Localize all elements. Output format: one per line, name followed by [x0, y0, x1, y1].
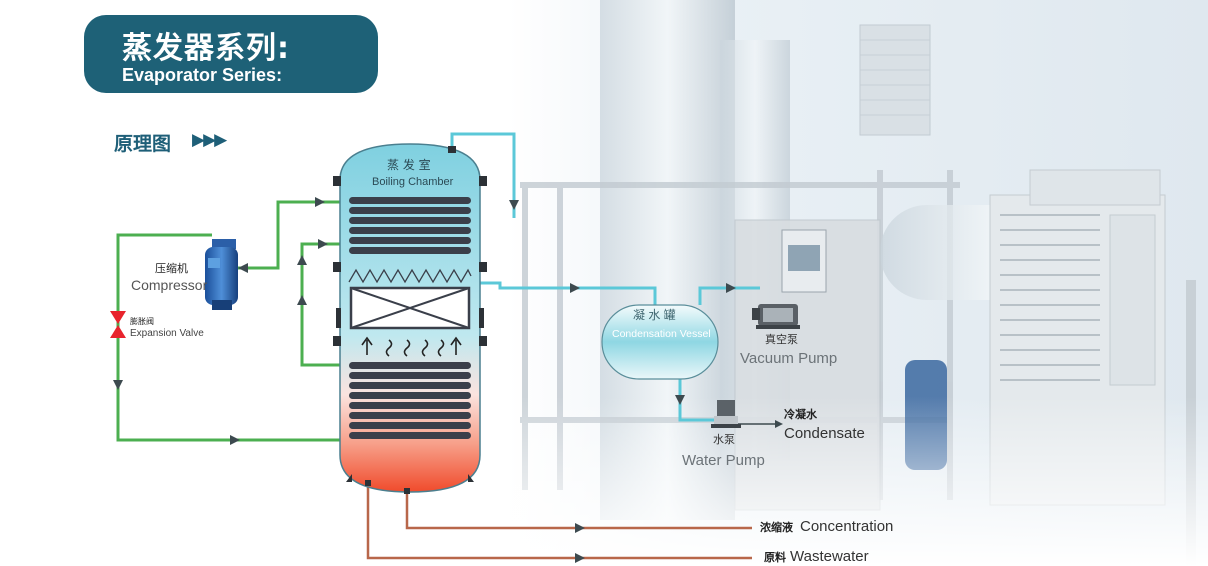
evaporator-label-en: Boiling Chamber [372, 176, 454, 188]
flow-arrowheads-cyan [509, 200, 736, 405]
concentration-label-cn: 浓缩液 [760, 522, 793, 534]
condensate-label-en: Condensate [784, 425, 865, 442]
rising-vapor-icon [361, 336, 462, 357]
expansion-valve-icon [110, 311, 126, 338]
evaporator-label-cn: 蒸 发 室 [387, 158, 431, 172]
wastewater-arrowhead [575, 553, 585, 563]
upper-coil [349, 197, 471, 254]
water-pump-label-cn: 水泵 [713, 434, 735, 446]
banner-title-cn: 蒸发器系列: [122, 31, 290, 66]
banner-title-en: Evaporator Series: [122, 65, 283, 85]
concentration-arrowhead [575, 523, 585, 533]
compressor-label-cn: 压缩机 [155, 263, 188, 275]
compressor [205, 239, 238, 310]
vapor-pipe [450, 132, 760, 422]
wastewater-label-en: Wastewater [790, 548, 869, 565]
vacuum-pump-label-cn: 真空泵 [765, 334, 798, 346]
spray-zigzag [348, 268, 472, 284]
expansion-valve-label-en: Expansion Valve [130, 328, 204, 339]
outlet-pipes [366, 482, 752, 560]
compressor-label-en: Compressor [131, 277, 208, 293]
vacuum-pump-label-en: Vacuum Pump [740, 350, 838, 367]
water-pump-icon [711, 400, 741, 428]
evaporator-vessel [333, 143, 487, 494]
water-pump-label-en: Water Pump [682, 452, 765, 469]
vacuum-pump-icon [752, 304, 800, 329]
wastewater-label-cn: 原料 [764, 552, 786, 564]
flow-arrowheads-green [113, 197, 328, 445]
condensation-vessel-label-en: Condensation Vessel [612, 328, 711, 340]
concentration-label-en: Concentration [800, 518, 894, 535]
vessel-nozzles [333, 146, 487, 494]
condensate-arrowhead [775, 420, 783, 428]
title-banner: 蒸发器系列: Evaporator Series: [84, 15, 378, 93]
expansion-valve-label-cn: 膨胀阀 [130, 317, 154, 326]
condensation-vessel [601, 304, 719, 380]
lower-coil [349, 362, 471, 439]
schematic-label: 原理图 [114, 133, 172, 155]
condensate-label-cn: 冷凝水 [784, 409, 817, 421]
triple-arrow-icon: ▶▶▶ [192, 130, 227, 150]
condensation-vessel-label-cn: 凝 水 罐 [633, 308, 676, 322]
